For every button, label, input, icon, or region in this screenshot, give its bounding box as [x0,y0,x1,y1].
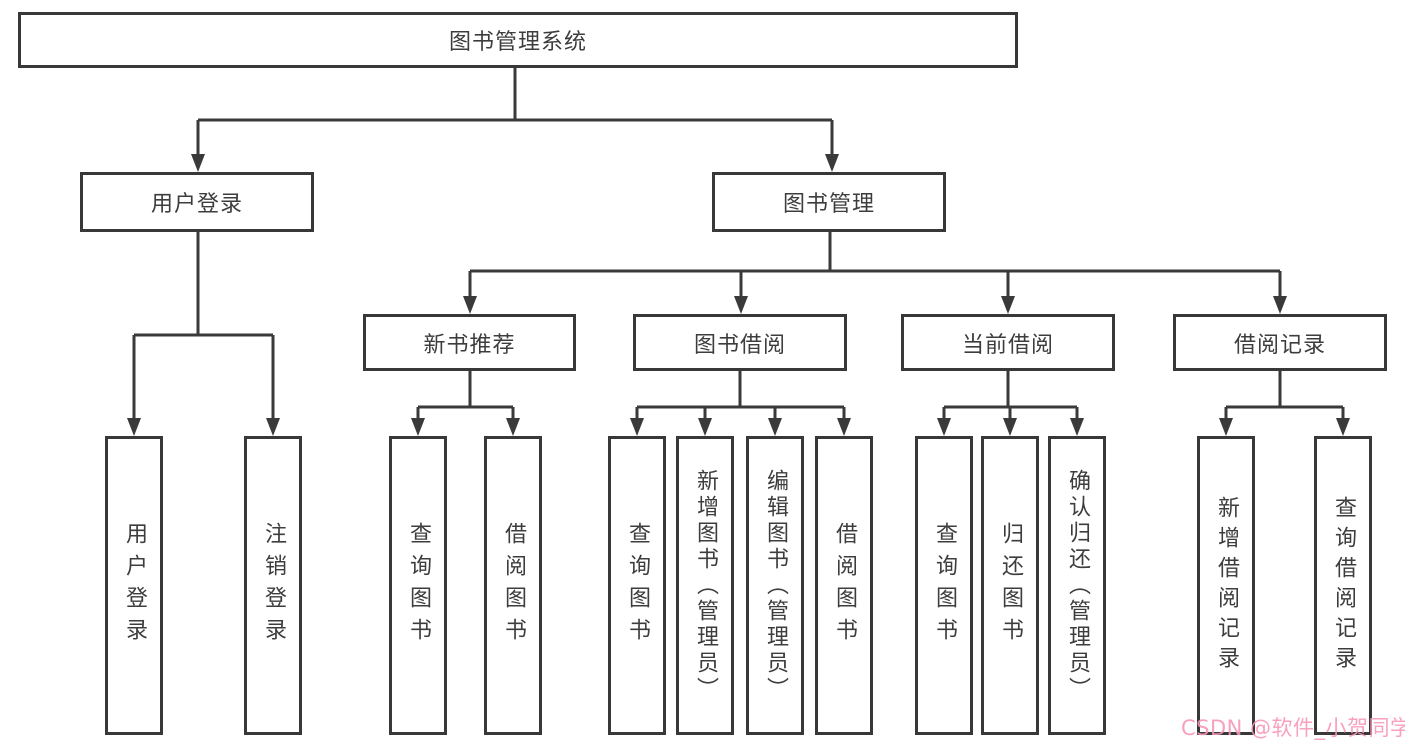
leaf-edit-book-admin: 编辑图书（管理员） [746,436,804,735]
node-book-borrowing: 图书借阅 [633,314,847,371]
leaf-add-book-admin-label: 新增图书（管理员） [693,468,718,703]
leaf-query-book-current: 查询图书 [915,436,973,735]
arrowhead-icon [266,418,280,436]
arrowhead-icon [191,154,205,172]
leaf-query-borrow-record-label: 查询借阅记录 [1331,495,1356,676]
leaf-return-book: 归还图书 [981,436,1039,735]
arrowhead-icon [1336,418,1350,436]
arrowhead-icon [463,296,477,314]
node-borrow-records: 借阅记录 [1173,314,1387,371]
leaf-query-book-borrowing: 查询图书 [608,436,666,735]
leaf-borrow-book-label: 借阅图书 [832,521,857,650]
leaf-logout: 注销登录 [244,436,302,735]
leaf-return-book-label: 归还图书 [998,521,1023,650]
node-book-management-label: 图书管理 [782,192,875,217]
arrowhead-icon [127,418,141,436]
arrowhead-icon [825,154,839,172]
node-new-book-recommend: 新书推荐 [363,314,576,371]
node-user-login-label: 用户登录 [150,192,243,217]
leaf-user-login-label: 用户登录 [122,521,147,650]
arrowhead-icon [411,418,425,436]
arrowhead-icon [630,418,644,436]
leaf-query-book-recommend-label: 查询图书 [406,521,431,650]
node-current-borrowing: 当前借阅 [901,314,1115,371]
node-current-borrowing-label: 当前借阅 [961,332,1054,358]
node-book-management: 图书管理 [712,172,946,232]
csdn-watermark: CSDN @软件_小贺同学 [1181,716,1405,740]
leaf-borrow-book: 借阅图书 [815,436,873,735]
leaf-query-book-borrowing-label: 查询图书 [625,521,650,650]
node-library-system: 图书管理系统 [18,12,1018,68]
leaf-logout-label: 注销登录 [261,521,286,650]
arrowhead-icon [1219,418,1233,436]
leaf-add-book-admin: 新增图书（管理员） [676,436,734,735]
leaf-query-borrow-record: 查询借阅记录 [1314,436,1372,735]
leaf-confirm-return-admin-label: 确认归还（管理员） [1065,468,1090,703]
leaf-user-login: 用户登录 [105,436,163,735]
leaf-add-borrow-record-label: 新增借阅记录 [1214,495,1239,676]
leaf-add-borrow-record: 新增借阅记录 [1197,436,1255,735]
node-borrow-records-label: 借阅记录 [1233,332,1326,358]
leaf-query-book-current-label: 查询图书 [932,521,957,650]
node-library-system-label: 图书管理系统 [448,30,587,55]
arrowhead-icon [837,418,851,436]
leaf-confirm-return-admin: 确认归还（管理员） [1048,436,1106,735]
leaf-borrow-book-recommend: 借阅图书 [484,436,542,735]
arrowhead-icon [506,418,520,436]
leaf-edit-book-admin-label: 编辑图书（管理员） [763,468,788,703]
arrowhead-icon [937,418,951,436]
arrowhead-icon [1001,296,1015,314]
arrowhead-icon [734,296,748,314]
connector-path [132,67,1345,424]
arrowhead-icon [1273,296,1287,314]
node-new-book-recommend-label: 新书推荐 [423,332,516,358]
arrowhead-icon [1070,418,1084,436]
leaf-borrow-book-recommend-label: 借阅图书 [501,521,526,650]
leaf-query-book-recommend: 查询图书 [389,436,447,735]
arrowhead-icon [768,418,782,436]
arrowhead-icon [1003,418,1017,436]
node-user-login: 用户登录 [80,172,314,232]
arrowhead-icon [698,418,712,436]
node-book-borrowing-label: 图书借阅 [693,332,786,358]
